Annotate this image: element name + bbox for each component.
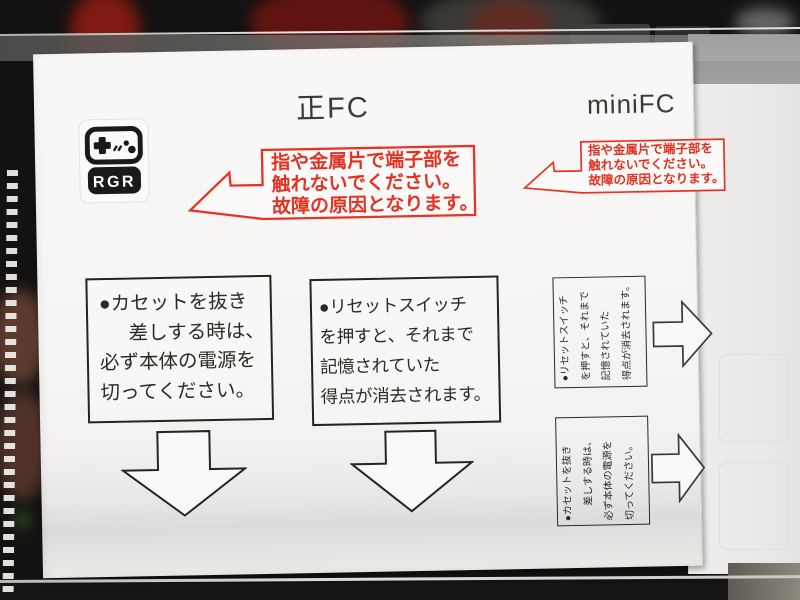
note-line: 記憶されていた bbox=[600, 310, 613, 381]
note-line: を押すと、それまで bbox=[579, 291, 592, 381]
note-line: 差しする時は、 bbox=[128, 319, 265, 345]
note-line: 記憶されていた bbox=[319, 354, 441, 377]
down-arrow-fc-middle bbox=[349, 429, 475, 513]
rgr-logo-sticker: RGR bbox=[78, 118, 150, 204]
vertical-text: ●カセットを抜き 差しする時は、 必ず本体の電源を 切ってください。 bbox=[556, 417, 647, 526]
down-arrow-fc-left bbox=[120, 430, 248, 517]
warning-callout-outline-fc bbox=[187, 144, 477, 221]
background-below-sleeve bbox=[0, 583, 800, 600]
warning-line: 故障の原因となります。 bbox=[588, 171, 725, 188]
sticker-sheet: RGR 正FC miniFC 指や金属片で端子部を 触れないでください。 故障の… bbox=[33, 41, 726, 579]
note-line: ●カセットを抜き bbox=[561, 445, 575, 522]
game-controller-icon: RGR bbox=[84, 126, 143, 195]
vertical-text: ●リセットスイッチ を押すと、それまで 記憶されていた 得点が消去されます。 bbox=[553, 277, 644, 386]
note-line: を押すと、それまで bbox=[319, 323, 474, 347]
note-line: ●リセットスイッチ bbox=[318, 294, 467, 317]
warning-text-minifc: 指や金属片で端子部を 触れないでください。 故障の原因となります。 bbox=[584, 141, 727, 189]
sleeve-right-top bbox=[688, 34, 800, 88]
note-line: 必ず本体の電源を bbox=[602, 440, 616, 521]
svg-text:RGR: RGR bbox=[93, 173, 136, 191]
note-box-reset-vertical: ●リセットスイッチ を押すと、それまで 記憶されていた 得点が消去されます。 bbox=[552, 275, 648, 389]
note-box-reset: ●リセットスイッチ を押すと、それまで 記憶されていた 得点が消去されます。 bbox=[309, 275, 502, 427]
warning-text-fc: 指や金属片で端子部を 触れないでください。 故障の原因となります。 bbox=[265, 149, 479, 219]
note-line: 得点が消去されます。 bbox=[619, 280, 633, 381]
note-box-cassette-vertical: ●カセットを抜き 差しする時は、 必ず本体の電源を 切ってください。 bbox=[555, 415, 651, 527]
note-line: 得点が消去されます。 bbox=[320, 383, 492, 407]
note-line: ●カセットを抜き bbox=[98, 290, 248, 316]
warning-line: 故障の原因となります。 bbox=[271, 192, 479, 218]
right-arrow-minifc-top bbox=[652, 299, 713, 369]
header-fc: 正FC bbox=[295, 91, 371, 126]
note-line: 切ってください。 bbox=[100, 378, 256, 404]
note-line: 差しする時は、 bbox=[581, 435, 595, 506]
background-corner-light bbox=[728, 563, 800, 600]
note-line: 必ず本体の電源を bbox=[99, 349, 257, 375]
note-line: ●リセットスイッチ bbox=[558, 295, 572, 382]
sleeve-perforation-edge bbox=[2, 170, 18, 596]
note-line: 切ってください。 bbox=[623, 440, 636, 521]
warning-callout-outline-minifc bbox=[522, 138, 726, 194]
background-green-dot bbox=[14, 512, 30, 528]
background-glare bbox=[735, 8, 795, 36]
note-box-cassette: ●カセットを抜き 差しする時は、 必ず本体の電源を 切ってください。 bbox=[85, 274, 275, 424]
header-minifc: miniFC bbox=[586, 88, 676, 120]
faint-diecut-outline bbox=[719, 354, 789, 442]
right-arrow-minifc-bottom bbox=[650, 432, 706, 504]
faint-diecut-outline bbox=[719, 462, 789, 550]
